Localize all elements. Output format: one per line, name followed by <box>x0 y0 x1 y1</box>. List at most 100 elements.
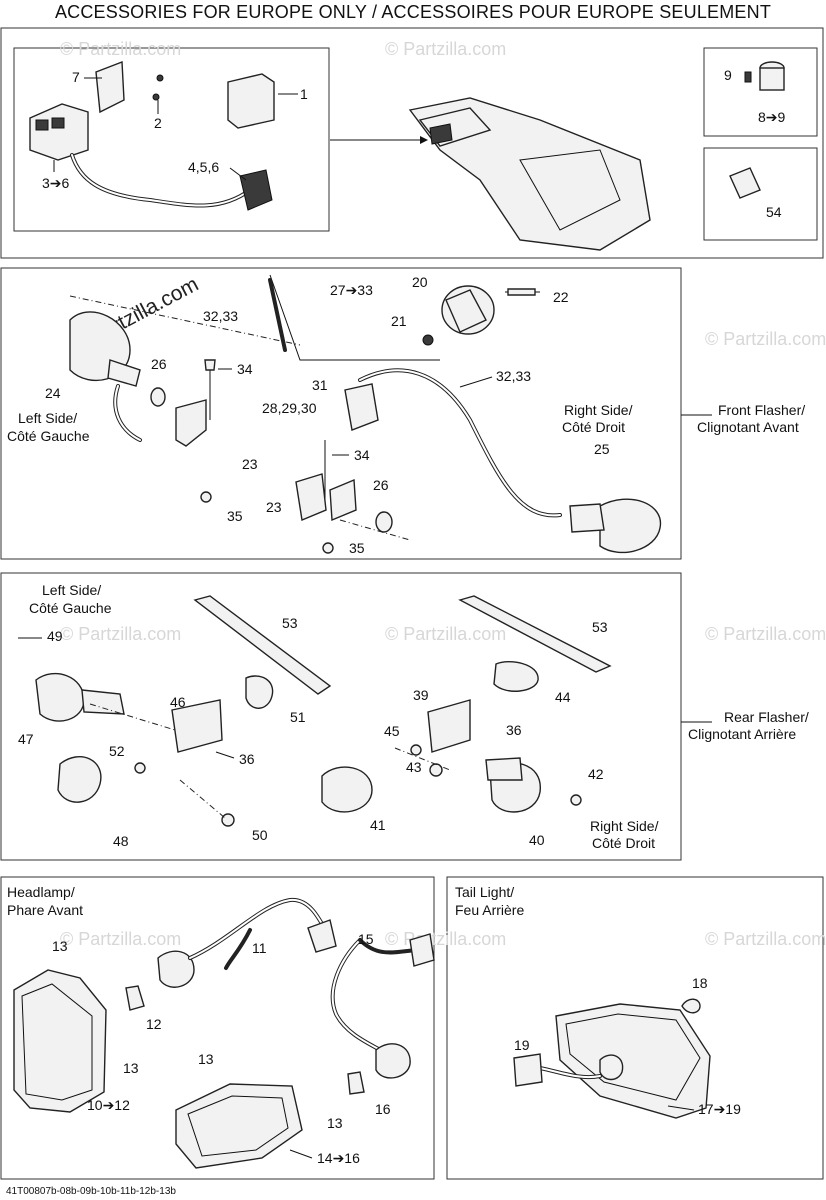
callout: 35 <box>349 540 365 556</box>
front-flasher-caption-en: Front Flasher/ <box>718 402 805 418</box>
callout: 20 <box>412 274 428 290</box>
callout: 43 <box>406 759 422 775</box>
headlamp-caption-en: Headlamp/ <box>7 884 75 900</box>
right-side-label-en: Right Side/ <box>564 402 633 418</box>
callout: 49 <box>47 628 63 644</box>
watermark-text: © Partzilla.com <box>385 624 506 644</box>
rear-flasher-callouts: 53 53 49 46 51 39 44 47 36 45 36 52 42 4… <box>18 615 608 849</box>
callout: 50 <box>252 827 268 843</box>
right-side-label-fr: Côté Droit <box>592 835 655 851</box>
headlamp-drawing <box>13 897 435 1169</box>
rear-flasher-caption-fr: Clignotant Arrière <box>688 726 796 742</box>
callout: 39 <box>413 687 429 703</box>
callout: 40 <box>529 832 545 848</box>
top-section-frame <box>0 27 824 259</box>
left-side-label-fr: Côté Gauche <box>7 428 90 444</box>
rear-flasher-frame <box>0 572 682 861</box>
callout: 4,5,6 <box>188 159 219 175</box>
top-callouts: 7 1 2 3➔6 4,5,6 9 8➔9 54 <box>42 67 786 220</box>
callout: 31 <box>312 377 328 393</box>
right-side-label-en: Right Side/ <box>590 818 659 834</box>
watermark-text: © Partzilla.com <box>385 39 506 59</box>
plug-box <box>703 147 818 241</box>
watermark-text: © Partzilla.com <box>60 39 181 59</box>
watermark-text: © Partzilla.com <box>60 929 181 949</box>
front-flasher-text: Left Side/ Côté Gauche Right Side/ Côté … <box>7 402 805 444</box>
callout: 3➔6 <box>42 175 70 191</box>
switch-harness-box <box>13 47 330 232</box>
callout: 14➔16 <box>317 1150 360 1166</box>
callout: 13 <box>198 1051 214 1067</box>
taillight-frame <box>446 876 824 1180</box>
callout: 25 <box>594 441 610 457</box>
switch-box <box>703 47 818 137</box>
callout: 13 <box>123 1060 139 1076</box>
left-side-label-en: Left Side/ <box>42 582 101 598</box>
callout: 1 <box>300 86 308 102</box>
callout: 15 <box>358 931 374 947</box>
watermark-text: © Partzilla.com <box>705 329 826 349</box>
page-title: ACCESSORIES FOR EUROPE ONLY / ACCESSOIRE… <box>54 2 772 22</box>
callout: 7 <box>72 69 80 85</box>
callout: 48 <box>113 833 129 849</box>
callout: 21 <box>391 313 407 329</box>
callout: 36 <box>506 722 522 738</box>
callout: 36 <box>239 751 255 767</box>
callout: 35 <box>227 508 243 524</box>
callout: 45 <box>384 723 400 739</box>
callout: 28,29,30 <box>262 400 317 416</box>
callout: 44 <box>555 689 571 705</box>
headlamp-caption-fr: Phare Avant <box>7 902 83 918</box>
taillight-caption-en: Tail Light/ <box>455 884 514 900</box>
watermark-text: © Partzilla.com <box>705 929 826 949</box>
headlamp-callouts: 11 15 13 12 13 13 10➔12 13 16 14➔16 <box>52 931 391 1166</box>
watermark-text: © Partzilla.com <box>385 929 506 949</box>
callout: 26 <box>373 477 389 493</box>
watermark-text: © Partzilla.com <box>705 624 826 644</box>
callout: 53 <box>282 615 298 631</box>
headlamp-text: Headlamp/ Phare Avant <box>7 884 83 918</box>
callout: 51 <box>290 709 306 725</box>
callout: 46 <box>170 694 186 710</box>
callout: 53 <box>592 619 608 635</box>
front-flasher-callouts: 27➔33 20 22 32,33 21 24 26 34 31 32,33 2… <box>45 274 610 556</box>
callout: 23 <box>242 456 258 472</box>
left-side-label-en: Left Side/ <box>18 410 77 426</box>
front-flasher-drawing <box>69 274 662 554</box>
callout: 16 <box>375 1101 391 1117</box>
switch-assembly-drawing <box>29 61 298 211</box>
watermark-layer: © Partzilla.com © Partzilla.com © Partzi… <box>60 39 826 949</box>
callout: 27➔33 <box>330 282 373 298</box>
callout: 52 <box>109 743 125 759</box>
callout: 22 <box>553 289 569 305</box>
callout: 9 <box>724 67 732 83</box>
callout: 8➔9 <box>758 109 786 125</box>
callout: 54 <box>766 204 782 220</box>
plug-drawing <box>729 167 761 199</box>
left-side-label-fr: Côté Gauche <box>29 600 112 616</box>
watermark-text: © Partzilla.com <box>60 624 181 644</box>
callout: 34 <box>237 361 253 377</box>
callout: 26 <box>151 356 167 372</box>
callout: 12 <box>146 1016 162 1032</box>
front-flasher-caption-fr: Clignotant Avant <box>697 419 799 435</box>
taillight-caption-fr: Feu Arrière <box>455 902 524 918</box>
handlebar-drawing <box>330 97 651 251</box>
callout: 10➔12 <box>87 1097 130 1113</box>
callout: 17➔19 <box>698 1101 741 1117</box>
callout: 47 <box>18 731 34 747</box>
callout: 34 <box>354 447 370 463</box>
rear-flasher-drawing <box>35 595 612 827</box>
callout: 13 <box>327 1115 343 1131</box>
callout: 19 <box>514 1037 530 1053</box>
callout: 41 <box>370 817 386 833</box>
headlamp-frame <box>0 876 435 1180</box>
taillight-callouts: 18 19 17➔19 <box>514 975 741 1117</box>
right-side-label-fr: Côté Droit <box>562 419 625 435</box>
callout: 32,33 <box>203 308 238 324</box>
rear-flasher-text: Left Side/ Côté Gauche Right Side/ Côté … <box>29 582 809 851</box>
callout: 13 <box>52 938 68 954</box>
callout: 23 <box>266 499 282 515</box>
callout: 42 <box>588 766 604 782</box>
